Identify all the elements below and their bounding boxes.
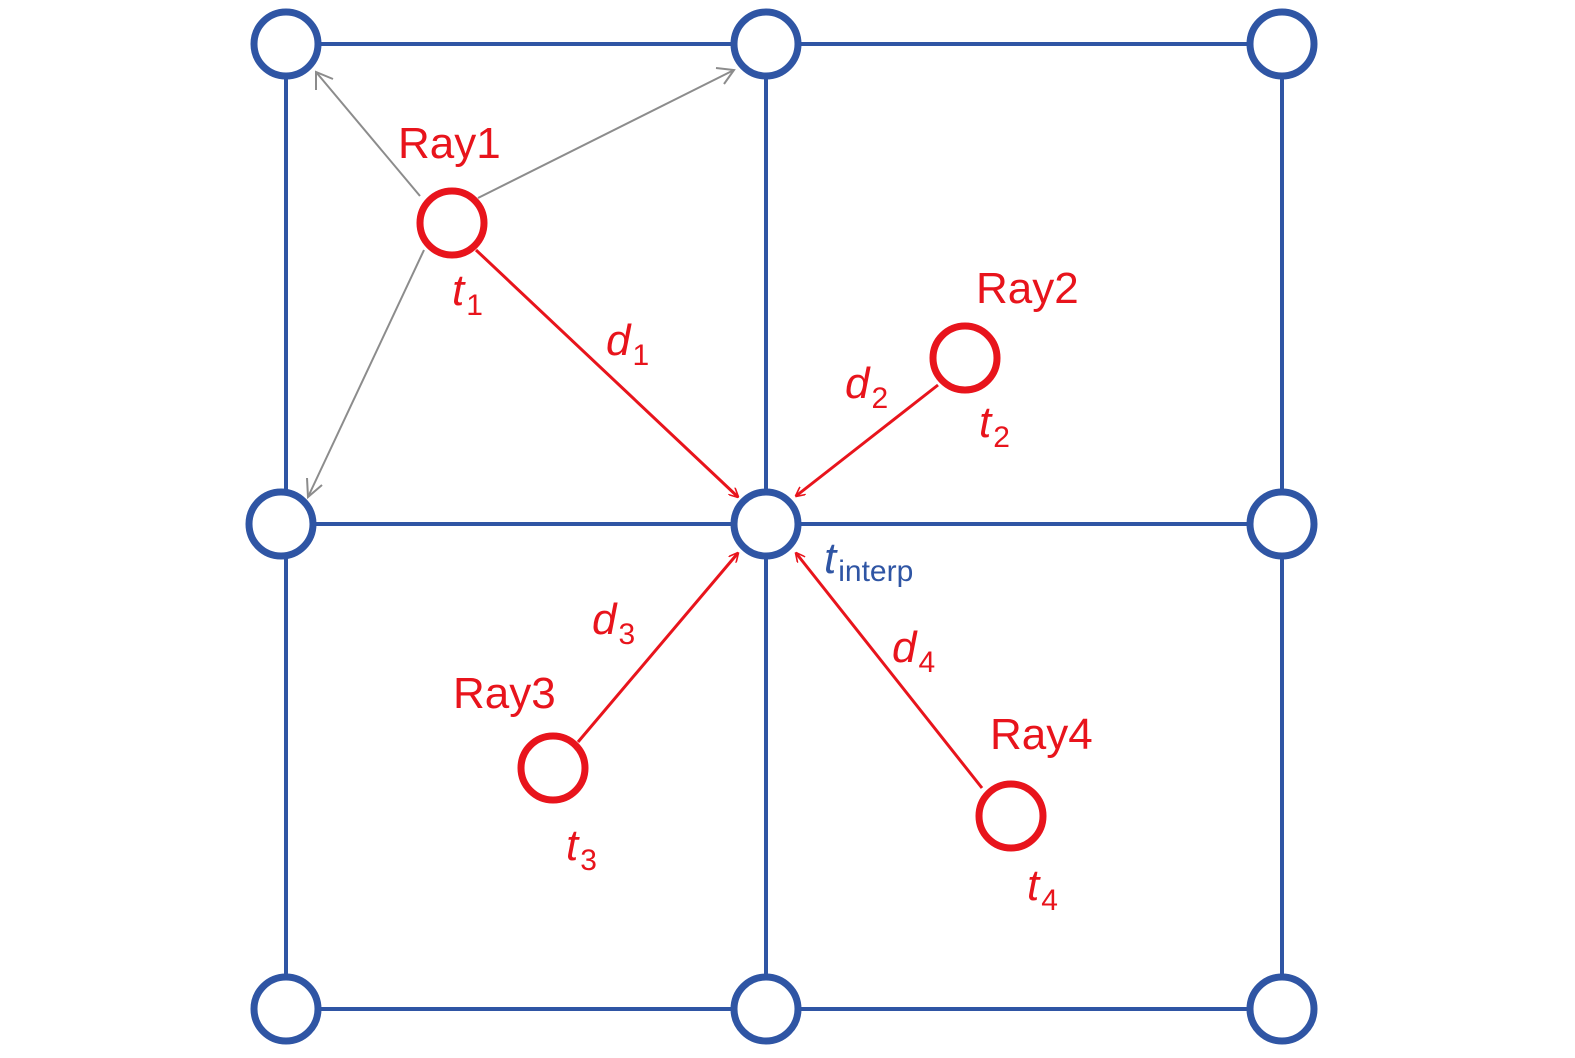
ray-nodes bbox=[416, 187, 1047, 852]
distance-labels: d1 d2 d3 d4 bbox=[592, 316, 935, 679]
grid-node-top-left bbox=[250, 8, 322, 80]
t2-label: t2 bbox=[979, 398, 1010, 454]
arrow-d1 bbox=[474, 248, 738, 497]
arrow-d4 bbox=[796, 553, 984, 789]
ray3-node bbox=[517, 732, 589, 804]
gray-arrowhead-middle-left bbox=[306, 477, 323, 500]
grid-node-bottom-left bbox=[250, 973, 322, 1045]
t-interp-label: tinterp bbox=[824, 534, 913, 588]
gray-arrowhead-top-left bbox=[315, 70, 334, 90]
ray-labels: Ray1 Ray2 Ray3 Ray4 bbox=[398, 119, 1093, 759]
grid-node-center bbox=[730, 488, 802, 560]
ray2-label: Ray2 bbox=[976, 264, 1079, 313]
d2-label: d2 bbox=[845, 359, 888, 415]
grid-node-bottom-right bbox=[1246, 973, 1318, 1045]
grid-node-bottom-center bbox=[730, 973, 802, 1045]
grid-node-middle-left bbox=[245, 488, 317, 560]
arrow-d3 bbox=[576, 553, 738, 743]
distance-arrows bbox=[474, 248, 984, 789]
gray-arrow-to-top-left bbox=[315, 71, 421, 197]
d3-label: d3 bbox=[592, 595, 635, 651]
ray4-label: Ray4 bbox=[990, 710, 1093, 759]
t1-label: t1 bbox=[452, 266, 483, 322]
gray-arrow-to-top-center bbox=[477, 69, 735, 199]
t4-label: t4 bbox=[1027, 861, 1058, 917]
grid-node-top-center bbox=[730, 8, 802, 80]
ray1-label: Ray1 bbox=[398, 119, 501, 168]
grid-node-middle-right bbox=[1246, 488, 1318, 560]
ray1-node bbox=[416, 187, 488, 259]
d1-label: d1 bbox=[606, 316, 649, 372]
ray3-label: Ray3 bbox=[453, 669, 556, 718]
grid-node-top-right bbox=[1246, 8, 1318, 80]
ray2-node bbox=[929, 322, 1001, 394]
gray-arrowhead-top-center bbox=[715, 67, 736, 85]
arrow-d2 bbox=[796, 383, 939, 496]
gray-arrow-to-middle-left bbox=[307, 249, 425, 498]
grid-nodes bbox=[245, 8, 1318, 1045]
gray-arrows bbox=[306, 67, 736, 500]
t3-label: t3 bbox=[566, 821, 597, 877]
ray4-node bbox=[975, 780, 1047, 852]
time-labels: t1 t2 t3 t4 bbox=[452, 266, 1058, 917]
d4-label: d4 bbox=[892, 623, 935, 679]
